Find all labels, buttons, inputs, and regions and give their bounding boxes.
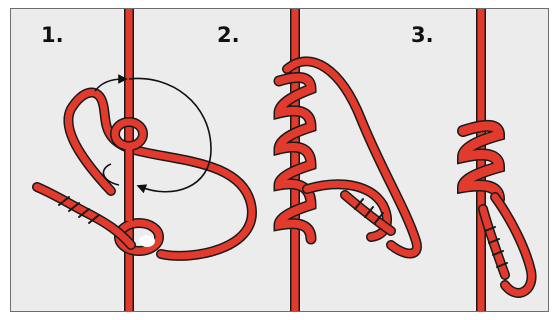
step-2-wraps: [273, 71, 317, 245]
step-2-label: 2.: [217, 23, 240, 47]
step-2-tail: [340, 190, 396, 236]
step-1-upper-coil: [110, 117, 148, 151]
step-3-figure: [456, 9, 537, 311]
step-3-knot: [456, 119, 506, 205]
step-3-loop: [490, 192, 537, 298]
step-1-label: 1.: [41, 23, 64, 47]
step-1-tail: [32, 182, 136, 250]
step-2-figure: [273, 9, 422, 311]
step-3-label: 3.: [411, 23, 434, 47]
step-1-figure: [32, 9, 257, 311]
step-1-rotation-arrow: [94, 74, 212, 194]
knot-diagram: 1. 2. 3.: [10, 8, 549, 312]
knot-illustration: [32, 9, 537, 311]
step-3-tail: [478, 204, 510, 280]
